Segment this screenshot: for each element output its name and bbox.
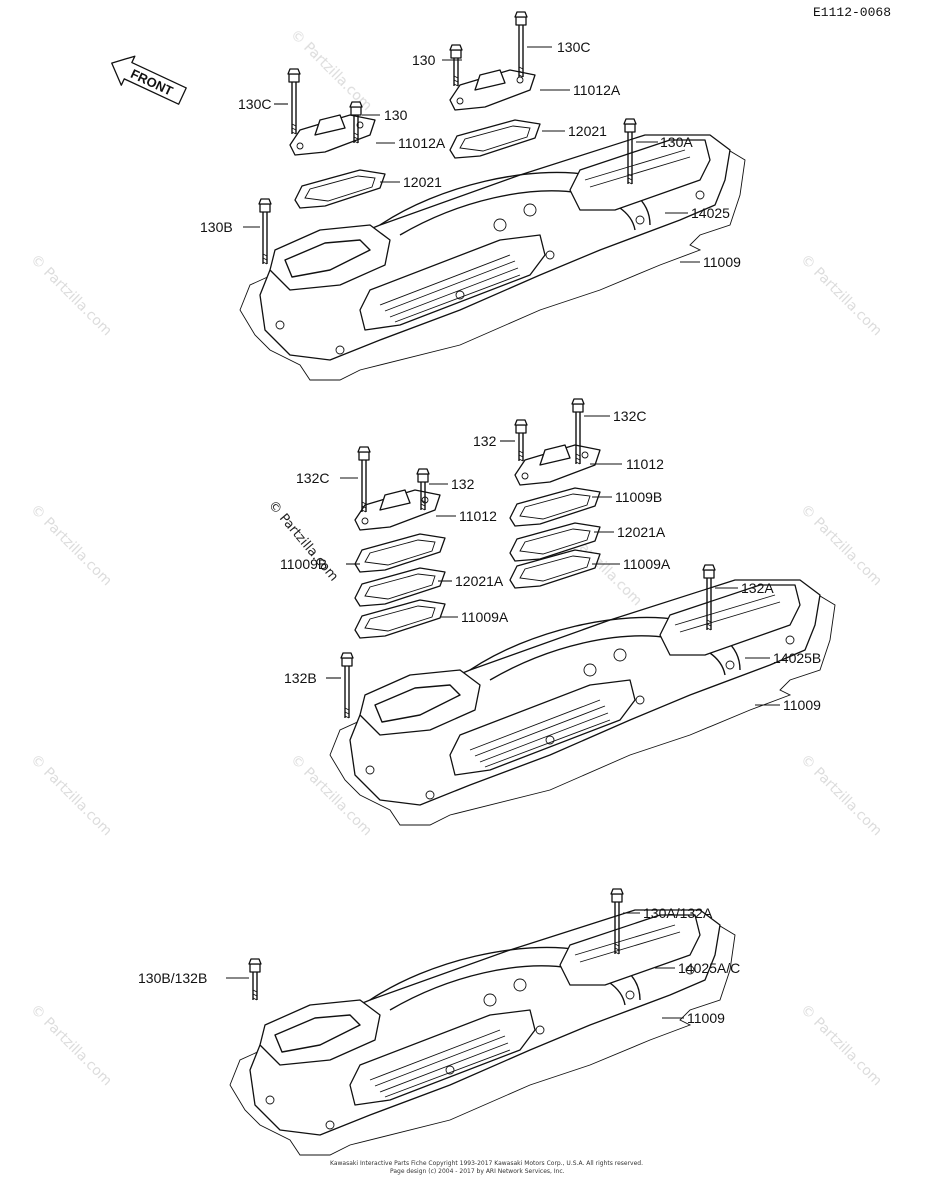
label-11012A: 11012A	[573, 82, 621, 98]
label-14025B: 14025B	[773, 650, 821, 666]
svg-text:FRONT: FRONT	[128, 66, 175, 99]
section-3-assembly: 130A/132A 130B/132B 14025A/C 11009	[138, 888, 740, 1156]
diagram-code: E1112-0068	[813, 5, 891, 20]
label-130B-132B: 130B/132B	[138, 970, 207, 986]
label-130: 130	[412, 52, 436, 68]
label-11009B: 11009B	[280, 556, 327, 572]
section-1-assembly: 130C 130 130C 130 11012A 11012A 12021 12…	[200, 11, 746, 381]
label-11009B: 11009B	[615, 489, 662, 505]
label-11009A: 11009A	[461, 609, 509, 625]
label-14025: 14025	[691, 205, 730, 221]
footer-design-credit: Page design (c) 2004 - 2017 by ARI Netwo…	[390, 1168, 565, 1175]
label-132B: 132B	[284, 670, 317, 686]
label-14025A-C: 14025A/C	[678, 960, 740, 976]
svg-text:© Partzilla.com: © Partzilla.com	[27, 502, 115, 590]
label-132: 132	[473, 433, 497, 449]
label-132A: 132A	[741, 580, 774, 596]
label-11009A: 11009A	[623, 556, 671, 572]
svg-text:© Partzilla.com: © Partzilla.com	[27, 752, 115, 840]
label-11009: 11009	[783, 697, 821, 713]
label-11012: 11012	[459, 508, 497, 524]
svg-text:© Partzilla.com: © Partzilla.com	[797, 502, 885, 590]
svg-text:© Partzilla.com: © Partzilla.com	[287, 27, 375, 115]
label-11009: 11009	[687, 1010, 725, 1026]
label-11012A: 11012A	[398, 135, 446, 151]
label-130A: 130A	[660, 134, 693, 150]
label-132: 132	[451, 476, 475, 492]
label-130C: 130C	[557, 39, 590, 55]
svg-text:© Partzilla.com: © Partzilla.com	[797, 1002, 885, 1090]
svg-text:© Partzilla.com: © Partzilla.com	[27, 252, 115, 340]
label-132C: 132C	[296, 470, 329, 486]
label-130C: 130C	[238, 96, 271, 112]
label-130A-132A: 130A/132A	[643, 905, 713, 921]
label-11012: 11012	[626, 456, 664, 472]
label-12021: 12021	[568, 123, 607, 139]
label-11009: 11009	[703, 254, 741, 270]
label-130: 130	[384, 107, 408, 123]
svg-text:© Partzilla.com: © Partzilla.com	[27, 1002, 115, 1090]
label-12021: 12021	[403, 174, 442, 190]
svg-text:© Partzilla.com: © Partzilla.com	[797, 752, 885, 840]
label-130B: 130B	[200, 219, 233, 235]
section-2-assembly: 132C 132 11012 132C 132 11012 11009B 110…	[280, 398, 836, 826]
footer-copyright: Kawasaki Interactive Parts Fiche Copyrig…	[330, 1160, 643, 1167]
label-12021A: 12021A	[617, 524, 666, 540]
label-12021A: 12021A	[455, 573, 504, 589]
watermark-layer: © Partzilla.com © Partzilla.com © Partzi…	[27, 27, 885, 1090]
label-132C: 132C	[613, 408, 646, 424]
svg-text:© Partzilla.com: © Partzilla.com	[797, 252, 885, 340]
front-arrow-icon: FRONT	[111, 55, 187, 105]
